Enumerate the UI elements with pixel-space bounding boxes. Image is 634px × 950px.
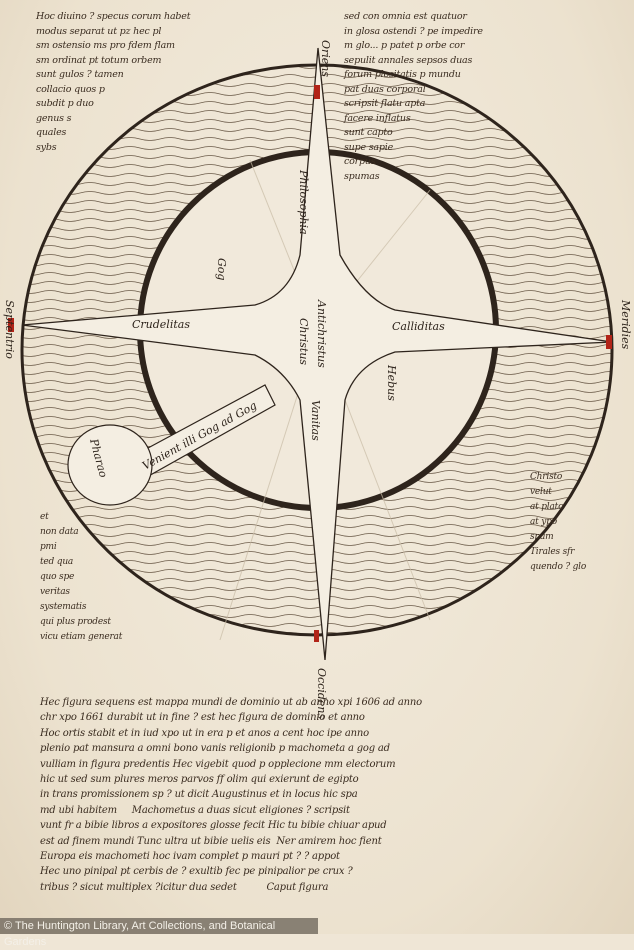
label-north-arm: Philosophia — [297, 169, 310, 235]
label-gog: Gog — [215, 258, 228, 280]
compass-south: Occidens — [315, 668, 328, 719]
compass-north: Oriens — [319, 40, 332, 77]
compass-west: Septentrio — [3, 300, 16, 359]
label-west-arm: Crudelitas — [132, 318, 190, 331]
top-left-text: Hoc diuino ? specus corum habet modus se… — [36, 11, 191, 153]
label-hebus: Hebus — [385, 364, 398, 401]
speech-bubble — [67, 424, 153, 506]
label-center-1: Christus — [297, 318, 310, 365]
label-east-arm: Calliditas — [392, 320, 445, 333]
label-center-2: Antichristus — [315, 299, 328, 368]
bottom-left-margin-text: et non data pmi ted qua quo spe veritas … — [40, 512, 123, 642]
red-rubrication-marks — [8, 85, 612, 642]
bottom-right-margin-text: Christo velut at plato at ypo spam Tiral… — [530, 472, 587, 572]
center-hub — [265, 275, 375, 385]
copyright-credit: © The Huntington Library, Art Collection… — [0, 918, 318, 948]
main-paragraph: Hec figura sequens est mappa mundi de do… — [40, 697, 422, 893]
top-right-text: sed con omnia est quatuor in glosa osten… — [344, 11, 483, 182]
label-south-arm: Vanitas — [309, 400, 322, 441]
compass-east: Meridies — [619, 299, 632, 350]
